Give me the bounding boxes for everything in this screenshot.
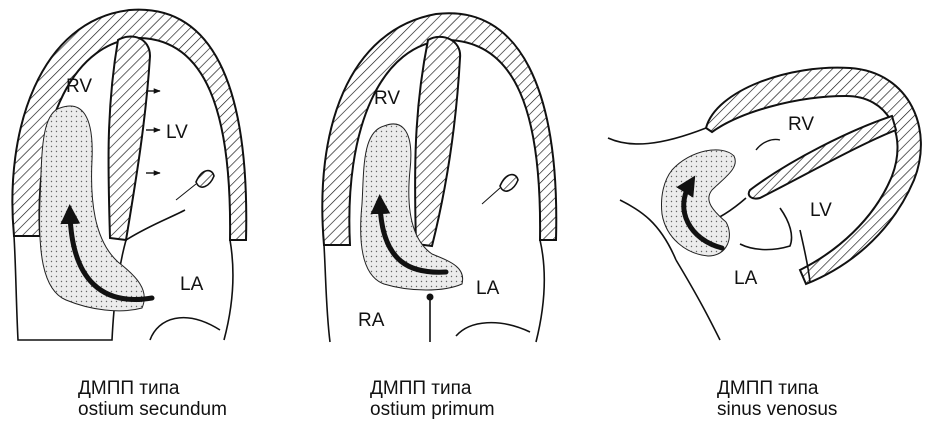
label-rv: RV: [788, 114, 814, 135]
caption-ostium-primum: ДМПП типа ostium primum: [370, 378, 495, 420]
caption-sinus-venosus: ДМПП типа sinus venosus: [717, 378, 837, 420]
mitral-leaflet: [196, 171, 214, 188]
label-la: LA: [734, 268, 758, 289]
label-lv: LV: [810, 200, 832, 221]
label-rv: RV: [374, 88, 400, 109]
mitral-leaflet: [500, 175, 518, 192]
panel-ostium-secundum: RV LV LA: [12, 10, 246, 340]
label-la: LA: [476, 278, 500, 299]
caption-line: ostium secundum: [78, 399, 227, 420]
label-lv: LV: [166, 122, 188, 143]
panel-sinus-venosus: RV LV LA: [608, 68, 921, 340]
label-la: LA: [180, 274, 204, 295]
caption-line: sinus venosus: [717, 399, 837, 420]
label-rv: RV: [66, 76, 92, 97]
caption-line: ostium primum: [370, 399, 495, 420]
av-node-dot: [427, 294, 434, 301]
interventricular-septum: [415, 37, 460, 246]
shunt-stipple: [661, 150, 735, 256]
left-atrium-outline: [456, 240, 544, 342]
caption-line: ДМПП типа: [78, 378, 227, 399]
caption-line: ДМПП типа: [370, 378, 495, 399]
leaflet-line: [756, 139, 780, 150]
panel-ostium-primum: RV LA RA: [322, 13, 556, 342]
caption-line: ДМПП типа: [717, 378, 837, 399]
interventricular-septum: [108, 37, 150, 240]
caption-ostium-secundum: ДМПП типа ostium secundum: [78, 378, 227, 420]
label-ra: RA: [358, 310, 385, 331]
interventricular-septum: [749, 116, 896, 199]
heart-wall: [706, 68, 921, 284]
